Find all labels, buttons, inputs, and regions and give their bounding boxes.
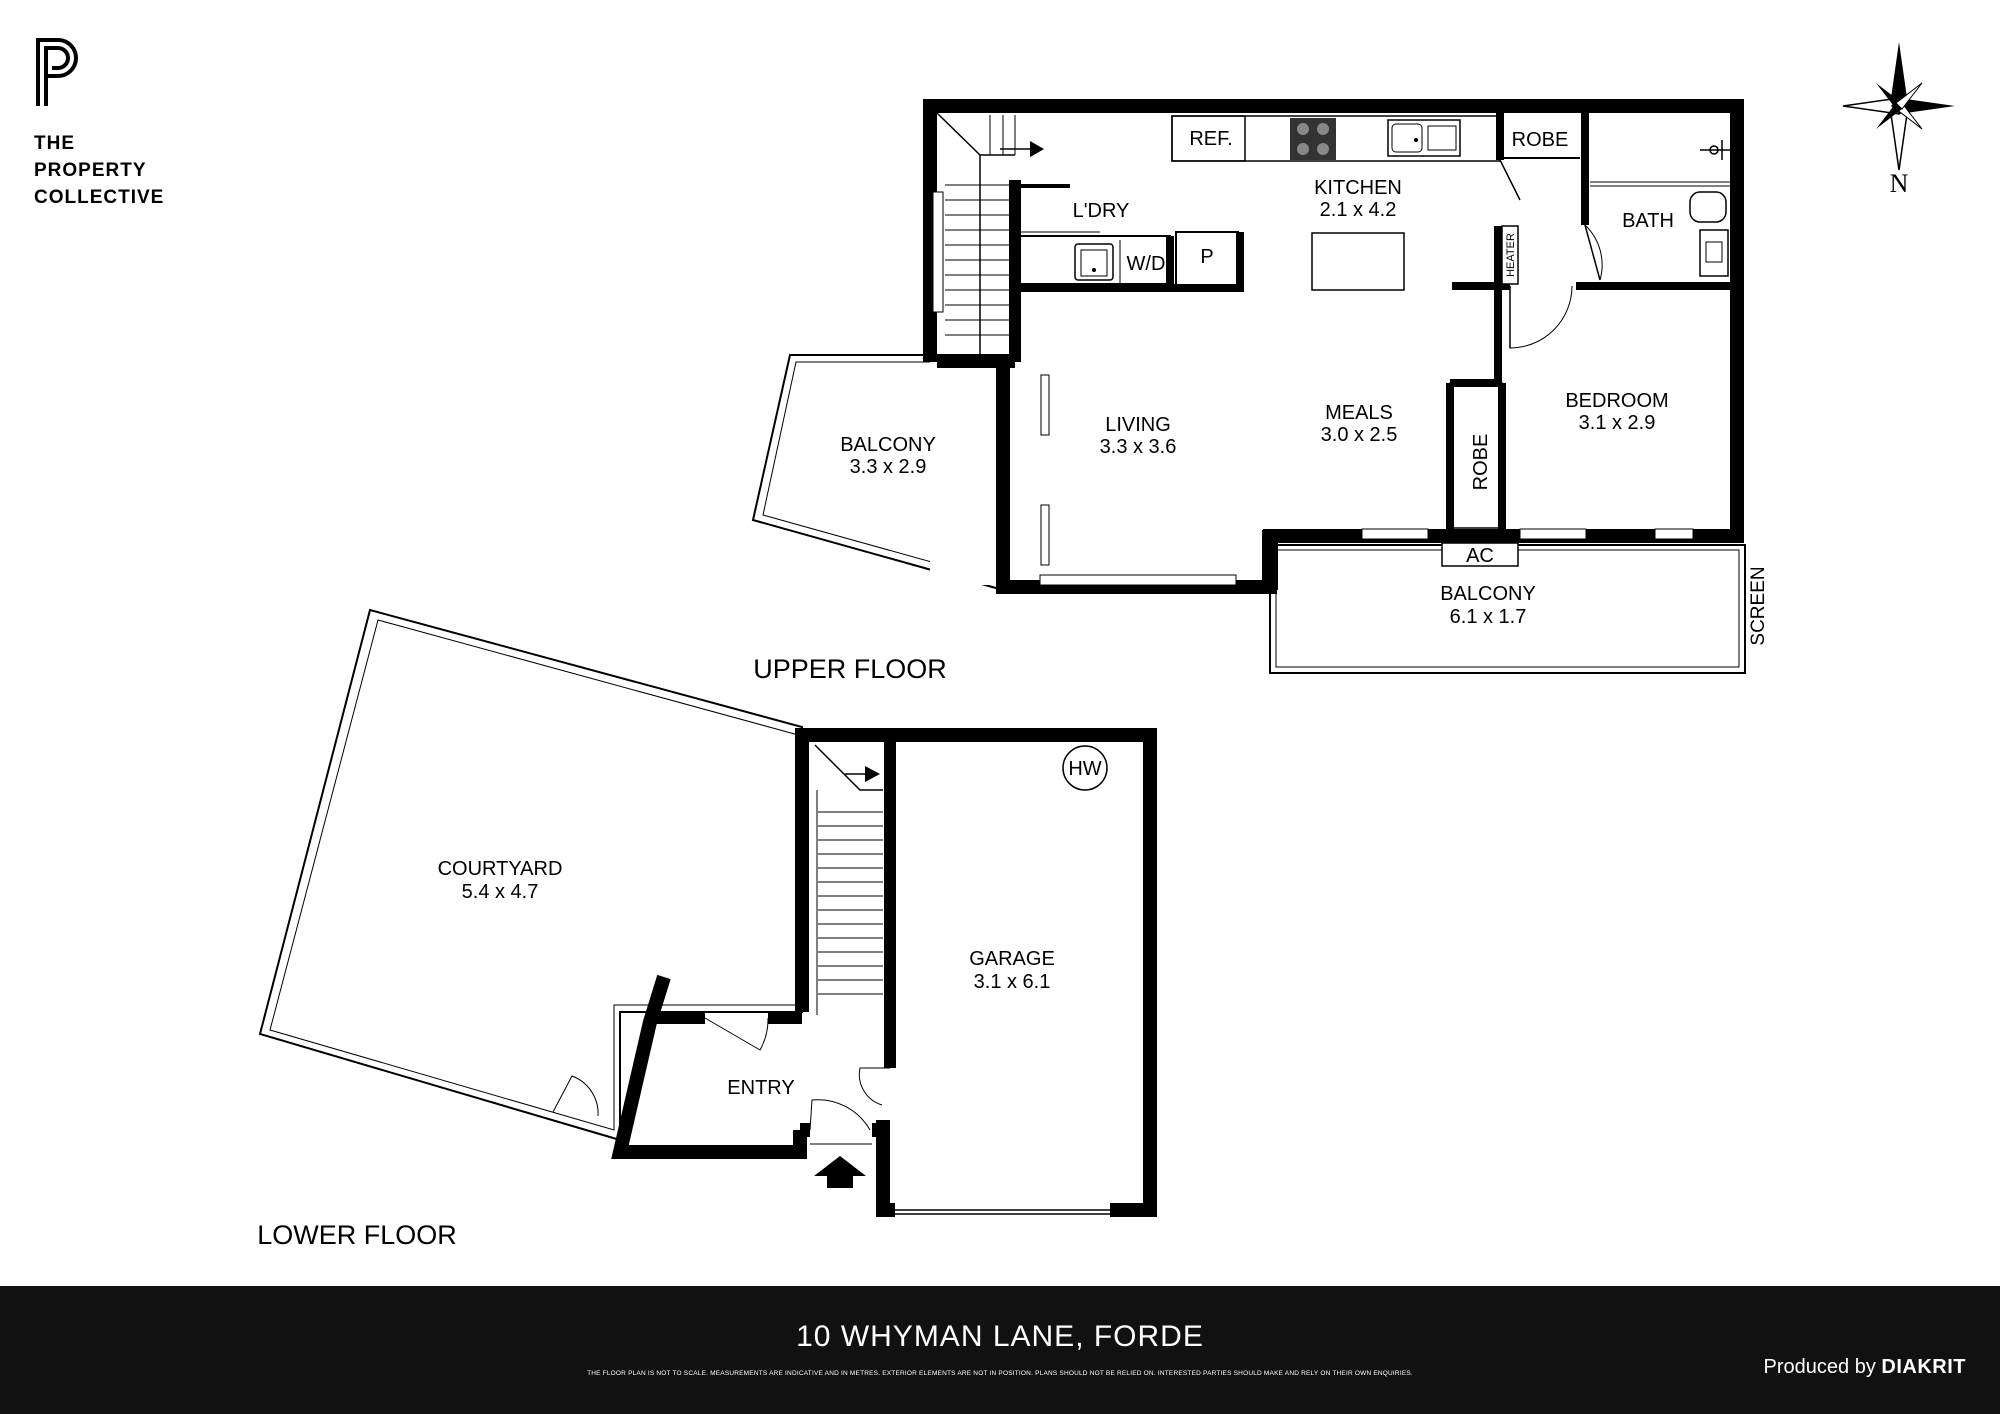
ac-unit <box>1441 542 1519 567</box>
compass-north-label: N <box>1890 169 1909 198</box>
kitchen-size: 2.1 x 4.2 <box>1320 199 1397 221</box>
robe-side-label: ROBE <box>1470 434 1492 491</box>
upper-floor-title: UPPER FLOOR <box>753 654 947 684</box>
bedroom-size: 3.1 x 2.9 <box>1579 412 1656 434</box>
brand-logo-icon <box>36 38 78 106</box>
lower-floor-title: LOWER FLOOR <box>257 1220 457 1250</box>
floor-plan: N <box>257 42 1955 1250</box>
fridge-label: REF. <box>1189 128 1232 150</box>
robe-top-label: ROBE <box>1512 129 1569 151</box>
brand-name: THE PROPERTY COLLECTIVE <box>34 130 254 211</box>
meals-label: MEALS <box>1325 402 1393 424</box>
heater-unit <box>1501 225 1519 285</box>
pantry-label: P <box>1200 246 1213 268</box>
living-label: LIVING <box>1105 414 1171 436</box>
kitchen-label: KITCHEN <box>1314 177 1402 199</box>
garage-size: 3.1 x 6.1 <box>974 971 1051 993</box>
garage-label: GARAGE <box>969 948 1055 970</box>
cooktop-icon <box>1290 118 1336 160</box>
vanity-icon <box>1699 229 1729 277</box>
courtyard-label: COURTYARD <box>438 858 563 880</box>
upper-stair <box>936 112 1044 361</box>
footer-bar: 10 WHYMAN LANE, FORDE THE FLOOR PLAN IS … <box>0 1286 2000 1414</box>
courtyard-size: 5.4 x 4.7 <box>462 881 539 903</box>
bedroom-label: BEDROOM <box>1565 390 1668 412</box>
brand-line-1: THE <box>34 133 75 154</box>
courtyard-outline <box>258 608 803 1142</box>
lower-floor-plan <box>258 608 1157 1217</box>
disclaimer-text: THE FLOOR PLAN IS NOT TO SCALE. MEASUREM… <box>587 1370 1413 1377</box>
property-address: 10 WHYMAN LANE, FORDE <box>796 1320 1204 1353</box>
compass-rose-icon <box>1842 42 1955 171</box>
brand-line-3: COLLECTIVE <box>34 187 165 208</box>
washer-dryer-label: W/D <box>1127 253 1166 275</box>
entry-arrow-icon <box>814 1156 866 1188</box>
ac-label: AC <box>1466 545 1494 567</box>
entry-label: ENTRY <box>727 1077 794 1099</box>
west-balcony-size: 3.3 x 2.9 <box>850 456 927 478</box>
laundry-label: L'DRY <box>1073 200 1130 222</box>
west-balcony-label: BALCONY <box>840 434 936 456</box>
kitchen-sink-icon <box>1387 119 1461 157</box>
south-balcony-size: 6.1 x 1.7 <box>1450 606 1527 628</box>
credit-brand: DIAKRIT <box>1881 1356 1966 1378</box>
south-balcony-label: BALCONY <box>1440 583 1536 605</box>
credit-prefix: Produced by <box>1763 1356 1876 1378</box>
shower-icon <box>1700 140 1730 160</box>
bath-label: BATH <box>1622 210 1674 232</box>
upper-floor-plan <box>751 99 1746 674</box>
kitchen-island <box>1311 232 1405 291</box>
toilet-icon <box>1689 191 1727 223</box>
hot-water-unit <box>1062 745 1108 791</box>
meals-size: 3.0 x 2.5 <box>1321 424 1398 446</box>
lower-exterior-wall <box>795 728 1157 1217</box>
laundry-sink-icon <box>1074 243 1114 281</box>
living-size: 3.3 x 3.6 <box>1100 436 1177 458</box>
brand-line-2: PROPERTY <box>34 160 147 181</box>
lower-stair <box>814 744 883 1015</box>
producer-credit: Produced by DIAKRIT <box>1764 1356 1966 1379</box>
screen-label: SCREEN <box>1748 566 1769 645</box>
heater-label: HEATER <box>1505 233 1517 277</box>
hot-water-label: HW <box>1068 758 1101 780</box>
